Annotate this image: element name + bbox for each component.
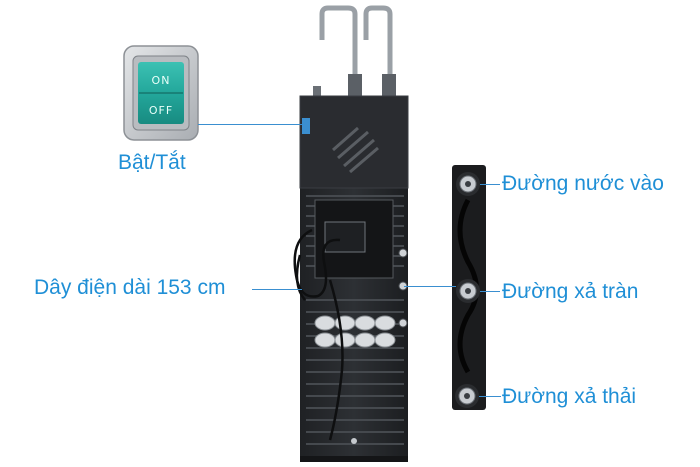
vent-slots [332,126,379,174]
inlet-label: Đường nước vào [502,172,664,195]
overflow-label: Đường xả tràn [502,280,639,303]
overflow-fitting-icon [456,279,480,303]
drain-label: Đường xả thải [502,385,637,408]
power-label: Bật/Tắt [118,151,186,174]
body-connectors [398,248,408,328]
body-bottom-screw [351,438,357,444]
cord-label: Dây điện dài 153 cm [34,276,226,299]
drain-leader-line [479,396,501,397]
cord-leader-line [252,289,302,290]
drain-fitting-icon [455,384,479,408]
overflow-leader-line [480,291,500,292]
rocker-switch: ON OFF [123,45,199,141]
faucet-pipes [313,5,396,96]
power-leader-line [198,124,304,125]
inlet-fitting-icon [456,172,480,196]
switch-off-text: OFF [149,104,173,117]
body-power-switch [302,118,310,134]
filter-tubes [314,315,396,348]
inlet-leader-line [480,184,500,185]
power-cord [293,228,344,441]
switch-on-text: ON [152,74,171,87]
overflow-leader-line-left [404,286,456,287]
